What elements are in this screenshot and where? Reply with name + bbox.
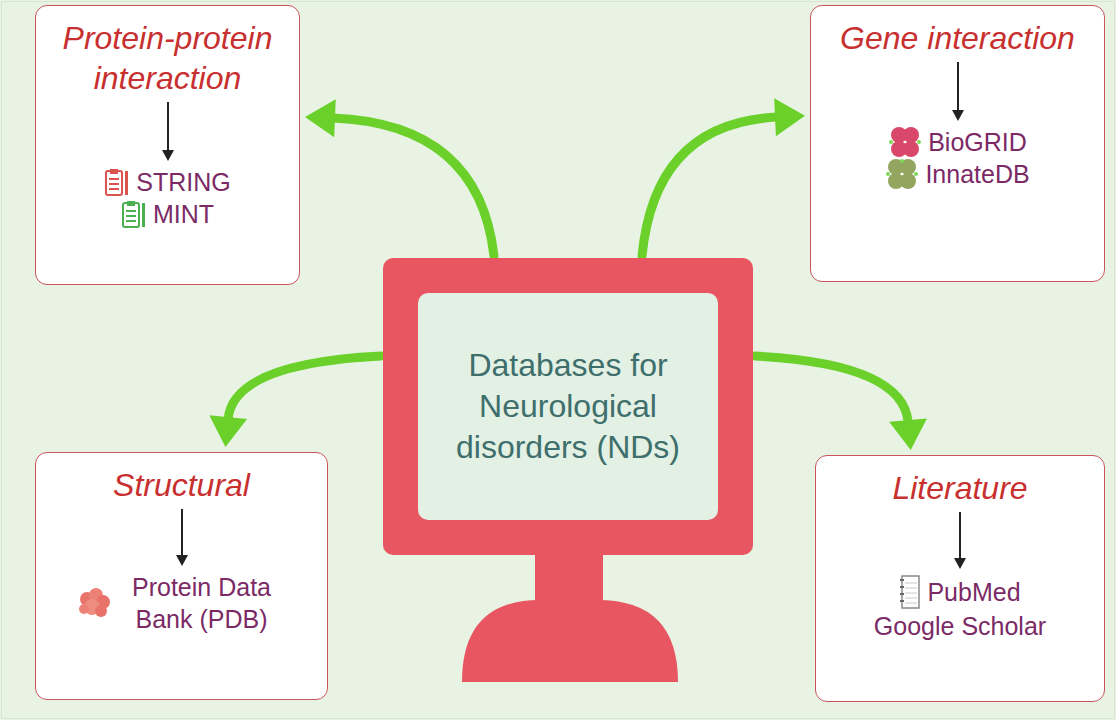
arrow-head — [209, 415, 247, 447]
curved-arrow — [642, 98, 805, 256]
database-entry: Google Scholar — [874, 610, 1046, 642]
database-entry: MINT — [121, 198, 214, 230]
database-name: MINT — [153, 198, 214, 230]
category-heading: Literature — [892, 468, 1027, 508]
database-entry: BioGRID — [888, 126, 1027, 158]
arrow-head — [774, 98, 805, 136]
database-entry: STRING — [104, 166, 230, 198]
entry-icon — [104, 167, 130, 197]
monitor-neck — [535, 553, 603, 602]
category-heading: Gene interaction — [840, 18, 1075, 58]
arrow-head — [889, 418, 927, 450]
category-heading: Structural — [113, 465, 250, 505]
database-box: Protein-protein interactionSTRINGMINT — [35, 5, 300, 285]
molecule-icon — [885, 158, 919, 190]
database-box: LiteraturePubMedGoogle Scholar — [815, 455, 1105, 702]
curved-arrow — [305, 99, 494, 256]
arrow-head — [305, 99, 336, 137]
curved-arrow — [209, 356, 381, 447]
molecule-icon — [888, 126, 922, 158]
database-entry: Protein Data Bank (PDB) — [77, 571, 287, 635]
database-name: Protein Data Bank (PDB) — [117, 571, 287, 635]
entry-icon — [885, 158, 919, 190]
down-arrow — [158, 100, 178, 162]
database-name: STRING — [136, 166, 230, 198]
entry-icon — [121, 199, 147, 229]
curved-arrow — [755, 356, 927, 450]
protein-icon — [77, 587, 111, 619]
arrow-line — [755, 356, 908, 422]
category-heading: Protein-protein interaction — [46, 18, 289, 98]
down-arrow — [172, 507, 192, 567]
screen-panel: Databases for Neurological disorders (ND… — [418, 293, 718, 520]
database-name: BioGRID — [928, 126, 1027, 158]
notebook-icon — [899, 574, 921, 610]
entry-icon — [888, 126, 922, 158]
center-title: Databases for Neurological disorders (ND… — [418, 345, 718, 468]
database-box: Gene interactionBioGRIDInnateDB — [810, 5, 1105, 282]
down-arrow — [950, 510, 970, 570]
clipboard-icon — [104, 167, 130, 197]
down-arrow — [948, 60, 968, 122]
arrow-line — [642, 117, 777, 256]
arrow-line — [228, 356, 381, 419]
entry-icon — [899, 574, 921, 610]
entry-icon — [77, 587, 111, 619]
clipboard-icon — [121, 199, 147, 229]
database-box: StructuralProtein Data Bank (PDB) — [35, 452, 328, 700]
arrow-line — [333, 118, 494, 256]
monitor-base — [462, 600, 678, 682]
database-entry: InnateDB — [885, 158, 1029, 190]
database-entry: PubMed — [899, 574, 1020, 610]
database-name: InnateDB — [925, 158, 1029, 190]
database-name: PubMed — [927, 576, 1020, 608]
monitor-screen: Databases for Neurological disorders (ND… — [383, 258, 753, 555]
database-name: Google Scholar — [874, 610, 1046, 642]
